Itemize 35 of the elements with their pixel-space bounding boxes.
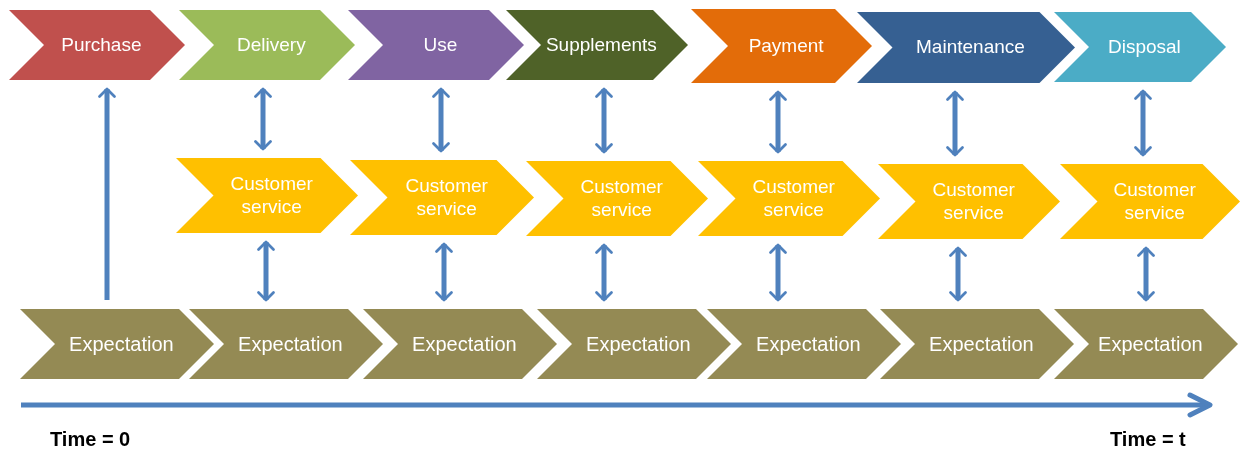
- stage-label: Expectation: [69, 332, 174, 356]
- stage-label: Purchase: [61, 33, 142, 57]
- arrow: [435, 242, 453, 302]
- stage-label: Expectation: [586, 332, 691, 356]
- stage-label: Customer service: [229, 172, 314, 219]
- stage-label: Expectation: [1098, 332, 1203, 356]
- stage-label: Expectation: [929, 332, 1034, 356]
- stage-label: Customer service: [404, 174, 489, 221]
- arrow: [254, 87, 272, 151]
- stage-label: Expectation: [412, 332, 517, 356]
- stage-label: Customer service: [751, 175, 836, 222]
- arrow: [98, 87, 116, 300]
- stage-label: Expectation: [238, 332, 343, 356]
- arrow: [595, 243, 613, 302]
- arrow: [769, 243, 787, 302]
- arrow: [595, 87, 613, 154]
- time-label: Time = 0: [50, 428, 131, 451]
- stage-label: Payment: [748, 34, 824, 58]
- arrow: [1137, 246, 1155, 302]
- stage-label: Customer service: [1112, 178, 1197, 225]
- arrow: [1134, 89, 1152, 157]
- stage-label: Customer service: [579, 175, 664, 222]
- arrow: [432, 87, 450, 153]
- time-label: Time = t: [1110, 428, 1186, 451]
- arrow: [769, 90, 787, 154]
- stage-label: Expectation: [756, 332, 861, 356]
- arrow: [257, 240, 275, 302]
- stage-label: Delivery: [237, 33, 306, 57]
- arrow: [949, 246, 967, 302]
- stage-label: Disposal: [1107, 35, 1181, 59]
- stage-label: Maintenance: [916, 36, 1025, 59]
- arrow: [946, 90, 964, 157]
- stage-label: Customer service: [931, 178, 1016, 225]
- stage-label: Supplements: [545, 33, 657, 57]
- stage-label: Use: [423, 33, 458, 57]
